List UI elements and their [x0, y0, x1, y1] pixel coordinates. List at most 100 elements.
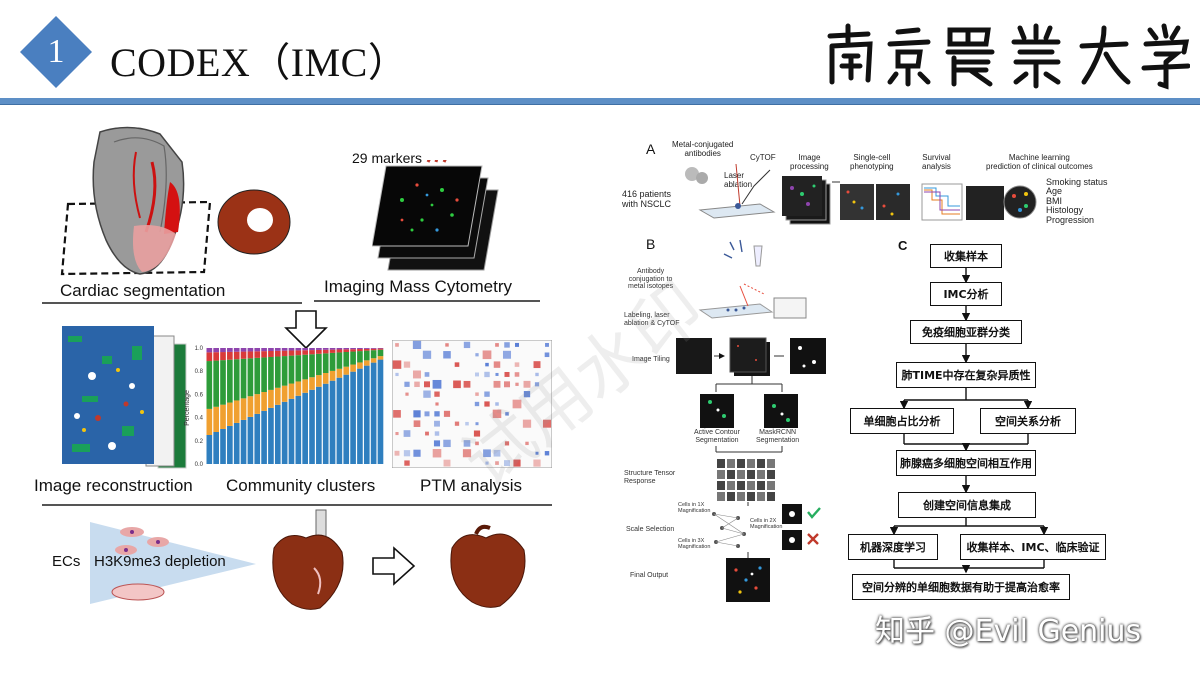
ptm-cell: [465, 421, 469, 426]
ptm-cell: [432, 449, 442, 458]
image-reconstruction-figure: [62, 326, 190, 472]
cluster-bar-segment: [322, 353, 329, 374]
cluster-bar-segment: [247, 396, 254, 417]
tensor-tile: [747, 492, 755, 501]
cluster-bar-segment: [336, 348, 343, 350]
cluster-bar-segment: [254, 351, 261, 358]
ptm-cell: [392, 360, 402, 369]
cluster-bar-segment: [288, 350, 295, 356]
cluster-bar-segment: [261, 351, 267, 358]
cells-3x-label: Cells in 3X Magnification: [678, 538, 711, 551]
tensor-tile: [757, 492, 765, 501]
cluster-bar-segment: [254, 357, 261, 395]
cluster-bar-segment: [329, 348, 336, 350]
outcome-age: Age: [1046, 186, 1063, 197]
panel-c-label: C: [898, 238, 908, 253]
ptm-cell: [545, 342, 549, 347]
ptm-cell: [414, 381, 420, 388]
cluster-bar-segment: [357, 349, 363, 352]
ptm-cell: [475, 372, 479, 377]
outcome-list: Smoking status Age BMI Histology Progres…: [1046, 177, 1108, 225]
caption-ptm-analysis: PTM analysis: [420, 476, 523, 495]
zhihu-watermark: 知乎 @Evil Genius: [875, 614, 1142, 649]
ptm-cell: [534, 382, 540, 387]
cluster-bar-segment: [309, 377, 315, 390]
cluster-bar-segment: [302, 392, 308, 464]
tensor-tile: [717, 459, 725, 468]
tensor-tile: [767, 459, 775, 468]
maskrcnn-label: MaskRCNN Segmentation: [756, 429, 800, 444]
ptm-cell: [502, 350, 512, 359]
ptm-cell: [514, 342, 520, 347]
ptm-cell: [514, 372, 520, 377]
cluster-bar-segment: [220, 348, 226, 353]
ptm-cell: [434, 420, 440, 427]
flow-spatial-integration: 创建空间信息集成: [898, 492, 1036, 518]
panel-b-label: B: [646, 236, 656, 252]
ptm-cell: [493, 361, 501, 368]
cluster-bar-segment: [343, 348, 350, 350]
ptm-cell: [453, 380, 461, 389]
cluster-bar-segment: [288, 383, 295, 399]
antibody-conjugation-label: Antibody conjugation to metal isotopes: [628, 268, 674, 291]
ptm-cell: [475, 392, 479, 396]
cluster-bar-segment: [233, 348, 240, 352]
ptm-cell: [533, 459, 541, 467]
metal-antibodies-label: Metal-conjugated antibodies: [672, 140, 734, 158]
ptm-cell: [504, 460, 510, 467]
outcome-histology: Histology: [1046, 205, 1084, 216]
ptm-cell: [462, 449, 472, 458]
cluster-bar-segment: [370, 362, 377, 464]
tensor-tile: [727, 492, 735, 501]
ptm-cell: [454, 421, 460, 426]
flow-heterogeneity: 肺TIME中存在复杂异质性: [896, 362, 1036, 388]
divider-right-top: [314, 300, 540, 302]
ptm-cell: [544, 352, 550, 358]
cluster-bar-segment: [274, 348, 281, 351]
labeling-laser-label: Labeling, laser ablation & CyTOF: [624, 312, 680, 327]
heart-segmentation-figure: [60, 122, 220, 282]
imc-stacked-images: [371, 153, 502, 272]
ptm-cell: [434, 391, 440, 397]
cluster-bar-segment: [295, 348, 302, 351]
flow-immune-classification: 免疫细胞亚群分类: [910, 320, 1022, 344]
right-arrow-icon: [372, 546, 416, 586]
cluster-bar-segment: [295, 395, 302, 464]
header-rule: [0, 98, 1200, 105]
cluster-bar-segment: [233, 359, 240, 401]
ptm-cell: [503, 381, 511, 388]
ptm-cell: [403, 361, 411, 368]
ptm-cell: [403, 450, 411, 457]
university-logo: [820, 22, 1191, 90]
ptm-cell: [463, 440, 471, 447]
cluster-bar-segment: [227, 425, 233, 464]
cluster-bar-segment: [240, 419, 247, 464]
ptm-cell: [435, 402, 439, 406]
outcome-smoking: Smoking status: [1046, 177, 1108, 187]
cluster-bar-segment: [274, 350, 281, 357]
ptm-cell: [475, 441, 479, 446]
tensor-tile: [727, 459, 735, 468]
tensor-tile: [727, 470, 735, 479]
final-output-image: [726, 558, 770, 602]
ptm-cell: [535, 451, 539, 455]
ptm-cell: [413, 410, 421, 418]
ptm-cell: [522, 419, 532, 428]
outcome-progression: Progression: [1046, 214, 1095, 225]
cluster-bar-segment: [343, 366, 350, 375]
caption-29-markers: 29 markers: [352, 150, 423, 166]
ptm-cell: [525, 441, 529, 446]
panel-a-label: A: [646, 141, 656, 157]
cluster-bar-segment: [268, 389, 274, 408]
cluster-bar-segment: [309, 389, 315, 464]
section-number: 1: [47, 33, 65, 70]
depletion-triangle: [88, 520, 258, 606]
tensor-tile: [767, 470, 775, 479]
cluster-bar-segment: [281, 356, 288, 386]
cluster-bar-segment: [213, 352, 219, 361]
cluster-bar-segment: [288, 398, 295, 464]
step-survival: Survival analysis: [922, 153, 951, 171]
ptm-cell: [512, 399, 522, 409]
patients-label: 416 patients with NSCLC: [622, 189, 672, 209]
